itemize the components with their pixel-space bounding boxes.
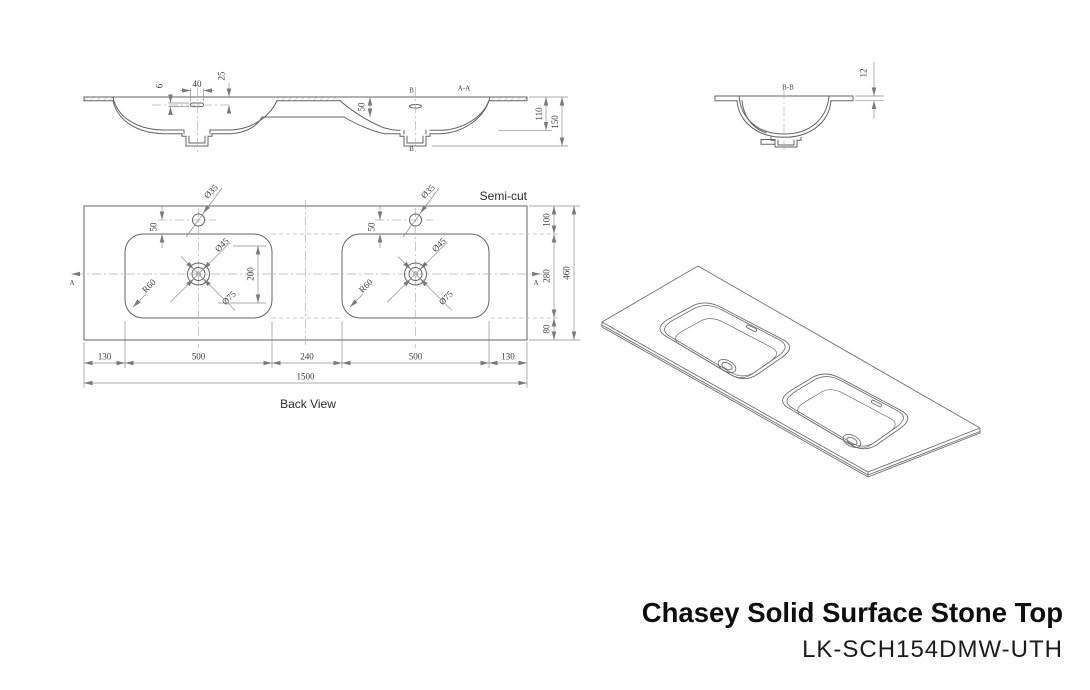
dim-overflow-slot-width: 40 — [193, 79, 203, 89]
iso-overflow-right — [870, 399, 883, 408]
dim-basin-depth: 110 — [534, 107, 544, 121]
dim-edge-right: 130 — [501, 352, 515, 362]
dim-overall-width: 1500 — [297, 372, 316, 382]
dim-overflow-slot-height: 6 — [155, 83, 165, 88]
iso-basin-left — [659, 302, 791, 380]
bb-bowl-inner — [738, 95, 830, 135]
dim-front-offset: 80 — [542, 324, 552, 334]
iso-edge-thickness — [601, 322, 981, 478]
dim-faucet-dia-left: Ø35 — [202, 182, 220, 200]
aa-hatch-right — [490, 97, 527, 101]
dim-basin-height: 280 — [542, 269, 552, 283]
aa-marker-b-bottom: B — [409, 145, 414, 153]
iso-top-face — [601, 265, 981, 473]
back-view-label: Back View — [280, 397, 336, 411]
left-faucet-hole — [192, 213, 205, 227]
isometric-view — [601, 265, 981, 478]
section-marker-a-right: A — [533, 279, 538, 287]
dim-center-gap: 240 — [300, 352, 314, 362]
aa-marker-b-top: B — [409, 87, 414, 95]
aa-right-bowl-outer — [343, 100, 490, 135]
semi-cut-note: Semi-cut — [480, 189, 528, 203]
aa-hatch-left — [84, 97, 113, 101]
dim-corner-radius-right: R60 — [357, 277, 375, 295]
dim-drain-outer-left: Ø75 — [220, 289, 238, 307]
product-title: Chasey Solid Surface Stone Top — [642, 597, 1063, 628]
left-drain: Ø45 Ø75 R60 — [132, 236, 238, 311]
back-view: Ø35 Ø35 50 50 Ø45 Ø75 R60 — [69, 182, 580, 411]
dim-basin-left: 500 — [192, 352, 206, 362]
dim-faucet-dia-right: Ø35 — [419, 182, 437, 200]
dim-rim-drop: 50 — [357, 102, 367, 112]
dim-overflow-slot-depth: 25 — [217, 71, 227, 81]
section-marker-a-left: A — [69, 279, 74, 287]
dim-overall-depth: 460 — [562, 266, 572, 280]
iso-basin-right — [782, 373, 909, 450]
dim-drain-inner-left: Ø45 — [213, 236, 231, 254]
dim-drain-inner-right: Ø45 — [430, 236, 448, 254]
section-aa-view: 40 6 25 50 B B A-A 110 150 — [83, 71, 568, 153]
dim-basin-right: 500 — [409, 352, 423, 362]
section-bb-label: B-B — [782, 84, 794, 92]
aa-hatch-middle — [277, 97, 340, 101]
dim-drain-outer-right: Ø75 — [437, 289, 455, 307]
right-faucet-hole — [409, 213, 422, 227]
bb-bowl-ledge — [741, 100, 767, 134]
dim-top-thickness: 12 — [859, 69, 869, 78]
section-aa-label: A-A — [458, 85, 470, 93]
title-block: Chasey Solid Surface Stone Top LK-SCH154… — [642, 597, 1063, 663]
dim-corner-radius-left: R60 — [140, 277, 158, 295]
dim-basin-span: 200 — [246, 267, 256, 281]
dim-faucet-offset-left: 50 — [149, 222, 159, 232]
iso-overflow-left — [745, 324, 758, 333]
aa-left-bowl-outer — [112, 100, 263, 135]
dim-edge-left: 130 — [98, 352, 112, 362]
section-bb-view: B-B 12 — [714, 62, 884, 152]
product-model: LK-SCH154DMW-UTH — [802, 636, 1063, 663]
dim-overall-depth-aa: 150 — [550, 115, 560, 129]
dim-faucet-offset-right: 50 — [367, 222, 377, 232]
aa-left-drain — [181, 129, 213, 147]
aa-left-bowl-inner — [112, 96, 278, 131]
bb-drain — [760, 136, 802, 148]
dim-back-offset: 100 — [542, 213, 552, 227]
aa-right-drain — [399, 129, 431, 147]
right-drain: Ø45 Ø75 R60 — [349, 236, 455, 311]
